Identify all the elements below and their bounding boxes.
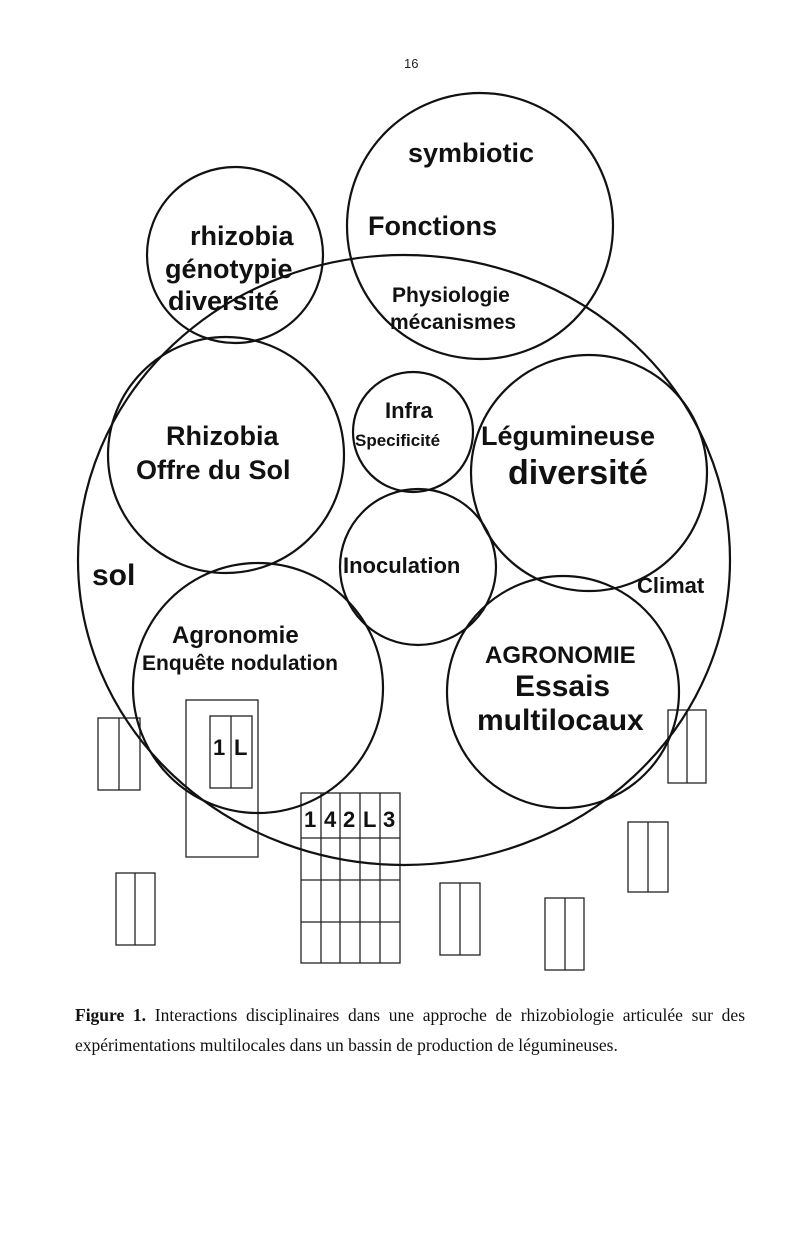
label-legumineuse-diversite: diversité <box>508 454 648 492</box>
label-mecanismes: mécanismes <box>390 311 516 334</box>
label-diversite: diversité <box>168 286 279 316</box>
label-offre-du-sol: Offre du Sol <box>136 455 291 485</box>
label-specificite: Specificité <box>355 431 440 450</box>
label-legumineuse: Légumineuse <box>481 421 655 451</box>
figure-caption: Figure 1. Interactions disciplinaires da… <box>75 1000 745 1060</box>
label-inoculation: Inoculation <box>343 553 460 578</box>
label-essais: Essais <box>515 670 610 703</box>
grid-label: 3 <box>383 807 395 832</box>
label-infra: Infra <box>385 398 433 423</box>
field-plots <box>97 699 707 971</box>
page-number: 16 <box>404 56 418 71</box>
plot-grid <box>300 792 401 964</box>
plot-frame <box>185 699 259 858</box>
caption-label: Figure 1. <box>75 1005 147 1025</box>
label-fonctions: Fonctions <box>368 211 497 241</box>
grid-label: 2 <box>343 807 355 832</box>
grid-label: 4 <box>324 807 337 832</box>
sol-circle <box>76 253 732 867</box>
inoculation-circle <box>338 487 498 647</box>
label-agronomie: Agronomie <box>172 622 299 649</box>
grid-label: L <box>363 807 376 832</box>
rhizobia-sol-circle <box>106 335 346 575</box>
label-multilocaux: multilocaux <box>477 704 644 737</box>
label-enquete-nodulation: Enquête nodulation <box>142 652 338 675</box>
plot-label: L <box>234 735 247 760</box>
fonctions-circle <box>345 91 615 361</box>
plot-label: 1 <box>213 735 225 760</box>
agronomie-enquete-circle <box>131 561 385 815</box>
caption-text: Interactions disciplinaires dans une app… <box>75 1005 746 1055</box>
label-physiologie: Physiologie <box>392 284 510 307</box>
label-symbiotic: symbiotic <box>408 138 534 168</box>
label-rhizobia-sol: Rhizobia <box>166 421 279 451</box>
agronomie-essais-circle <box>445 574 681 810</box>
grid-label: 1 <box>304 807 316 832</box>
rhizobia-genotypie-circle <box>145 165 325 345</box>
label-sol: sol <box>92 559 135 592</box>
label-climat: Climat <box>637 573 705 598</box>
label-agronomie-caps: AGRONOMIE <box>485 642 636 669</box>
infra-circle <box>351 370 475 494</box>
label-rhizobia: rhizobia <box>190 221 294 251</box>
legumineuse-circle <box>469 353 709 593</box>
label-genotypie: génotypie <box>165 254 293 284</box>
